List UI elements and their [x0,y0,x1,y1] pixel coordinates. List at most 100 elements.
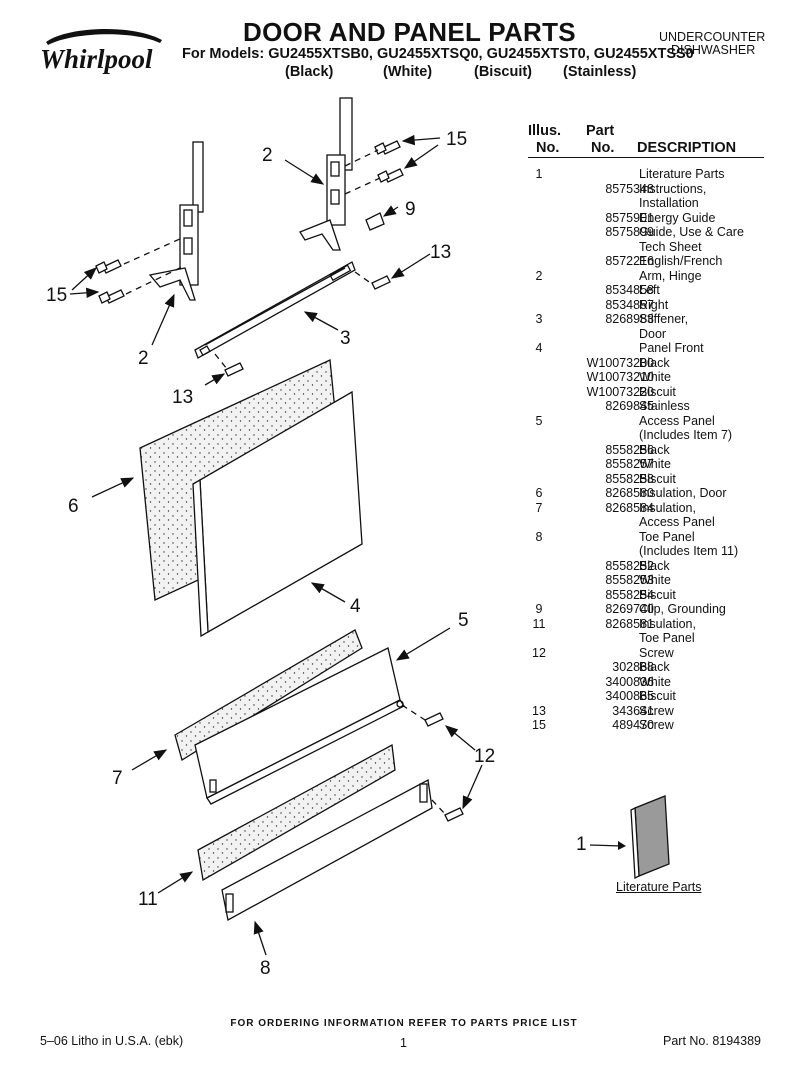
part-number-cell: 8575348 [605,181,654,196]
callout-13-top: 13 [430,242,451,263]
description-cell: White [639,674,671,689]
illus-cell: 5 [535,413,543,428]
description-cell: Stainless [639,399,690,413]
part-number-cell: 8575899 [605,225,654,239]
ordering-note: FOR ORDERING INFORMATION REFER TO PARTS … [230,1018,578,1029]
variant-biscuit: (Biscuit) [474,64,532,80]
part-number-cell: 8558254 [605,587,654,602]
arrow-4 [310,582,346,603]
description-cell: Access Panel [639,413,715,428]
part-number-cell: 302868 [612,660,654,674]
col-header-part-1: Part [586,123,615,139]
illus-cell: 6 [535,486,543,500]
callout-15-left: 15 [46,285,67,306]
toe-panel-insulation [197,743,396,882]
description-cell: Insulation, [639,500,696,515]
part-number-cell: 3400865 [605,689,654,703]
arrow-2-right [284,159,325,185]
callout-7: 7 [112,768,123,789]
callout-5: 5 [458,610,469,631]
description-cell: (Includes Item 7) [639,428,733,442]
page-number: 1 [400,1036,407,1050]
illus-cell: 12 [532,645,546,660]
col-header-description: DESCRIPTION [637,140,737,156]
arrow-15-left [69,287,100,299]
callout-2-left: 2 [138,348,149,369]
col-header-part-2: No. [591,140,615,156]
illus-cell: 7 [535,500,543,515]
right-hinge-arm [299,97,353,251]
arrow-15-right-upper [401,134,441,146]
table-row: Door [520,327,780,342]
part-number-cell: W10073220 [586,384,654,399]
litho-line: 5–06 Litho in U.S.A. (ebk) [40,1034,184,1048]
col-header-illus-1: Illus. [528,123,562,139]
part-number-cell: 8534857 [605,297,654,312]
description-cell: Biscuit [639,587,676,602]
category-line-1: UNDERCOUNTER [659,30,766,44]
callout-1: 1 [576,834,587,855]
part-number-cell: 8268983 [605,312,654,326]
callout-4: 4 [350,596,361,617]
part-number-cell: 8575901 [605,210,654,225]
description-cell: Black [639,355,670,370]
callout-15-right: 15 [446,129,467,150]
illus-cell: 3 [535,312,543,326]
document-part-number: Part No. 8194389 [663,1034,761,1048]
screw-12-upper [424,712,444,727]
literature-book-icon [630,795,670,880]
description-cell: Literature Parts [639,167,725,181]
part-number-cell: 8268584 [605,500,654,515]
page-title: DOOR AND PANEL PARTS [243,17,576,47]
description-cell: Biscuit [639,471,676,486]
literature-parts-label: Literature Parts [616,880,702,894]
description-cell: White [639,370,671,384]
part-number-cell: 3400836 [605,674,654,689]
arrow-2-left [151,293,175,346]
callout-2-right: 2 [262,145,273,166]
category-line-2: DISHWASHER [671,43,756,57]
whirlpool-logo: Whirlpool [40,28,162,74]
part-number-cell: 8572216 [605,254,654,268]
arrow-13-bottom [204,373,226,386]
callout-12: 12 [474,746,495,767]
part-number-cell: 8558256 [605,442,654,457]
arrow-11 [157,871,194,894]
description-cell: Screw [639,703,674,718]
description-cell: Insulation, [639,616,696,631]
illus-cell: 8 [535,529,543,544]
table-row: (Includes Item 11) [520,544,780,559]
arrow-7 [131,749,168,771]
part-number-cell: 343641 [612,703,654,718]
part-number-cell: 8558257 [605,457,654,471]
description-cell: Clip, Grounding [639,602,726,616]
callout-9: 9 [405,199,416,220]
callout-3: 3 [340,328,351,349]
part-number-cell: W10073200 [586,355,654,370]
description-cell: Biscuit [639,384,676,399]
part-number-cell: W10073210 [586,370,654,384]
screw-15-left-upper [95,259,122,274]
illus-cell: 9 [535,602,543,616]
illus-cell: 2 [535,268,543,283]
